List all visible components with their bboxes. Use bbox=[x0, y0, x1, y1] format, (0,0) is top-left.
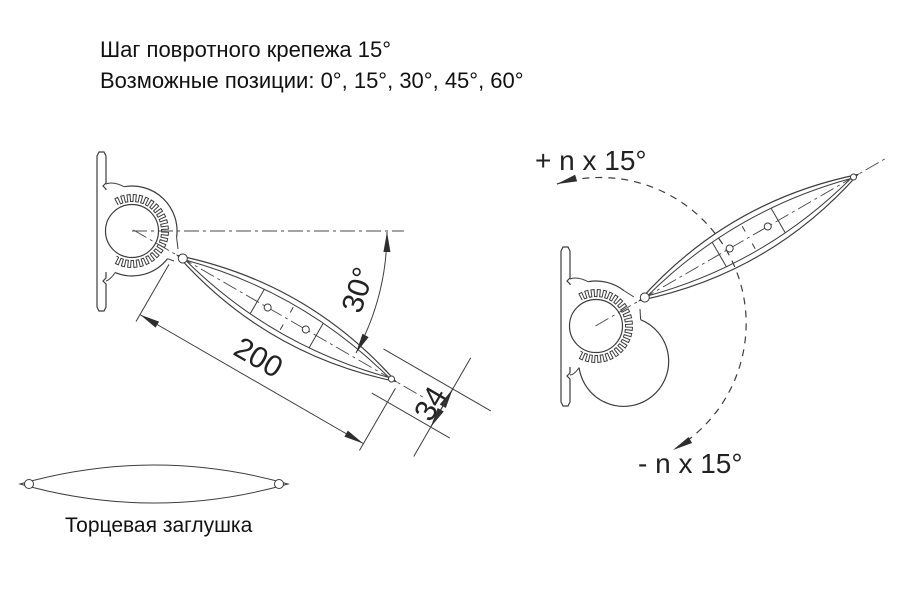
end-cap-hole-right bbox=[274, 479, 284, 489]
rotation-ccw-label: + n x 15° bbox=[535, 145, 647, 176]
rotation-cw-label: - n x 15° bbox=[638, 448, 743, 479]
end-cap-label: Торцевая заглушка bbox=[65, 514, 253, 537]
header-line1: Шаг повротного крепежа 15° bbox=[100, 37, 391, 62]
length-dimension-label: 200 bbox=[228, 331, 288, 385]
bracket-arm-left bbox=[122, 211, 436, 417]
left-view: 30° 200 34 bbox=[96, 151, 492, 457]
length-dimension-line bbox=[139, 314, 364, 445]
end-cap-hole-left bbox=[24, 479, 34, 489]
gear-teeth-left bbox=[114, 193, 170, 269]
angle-dimension-label: 30° bbox=[336, 263, 381, 316]
right-view: + n x 15° - n x 15° bbox=[535, 139, 897, 479]
gear-housing-left bbox=[114, 185, 178, 277]
end-cap-view: Торцевая заглушка bbox=[18, 464, 290, 537]
arm-fork-left bbox=[167, 237, 179, 262]
width-dimension-label: 34 bbox=[408, 381, 453, 426]
rotation-arc bbox=[556, 174, 747, 451]
end-cap-outline bbox=[18, 464, 290, 504]
header-line2: Возможные позиции: 0°, 15°, 30°, 45°, 60… bbox=[100, 68, 524, 93]
wall-profile-left bbox=[96, 151, 107, 312]
gear-housing-joints-left bbox=[105, 182, 125, 282]
wall-profile-right bbox=[560, 246, 571, 407]
